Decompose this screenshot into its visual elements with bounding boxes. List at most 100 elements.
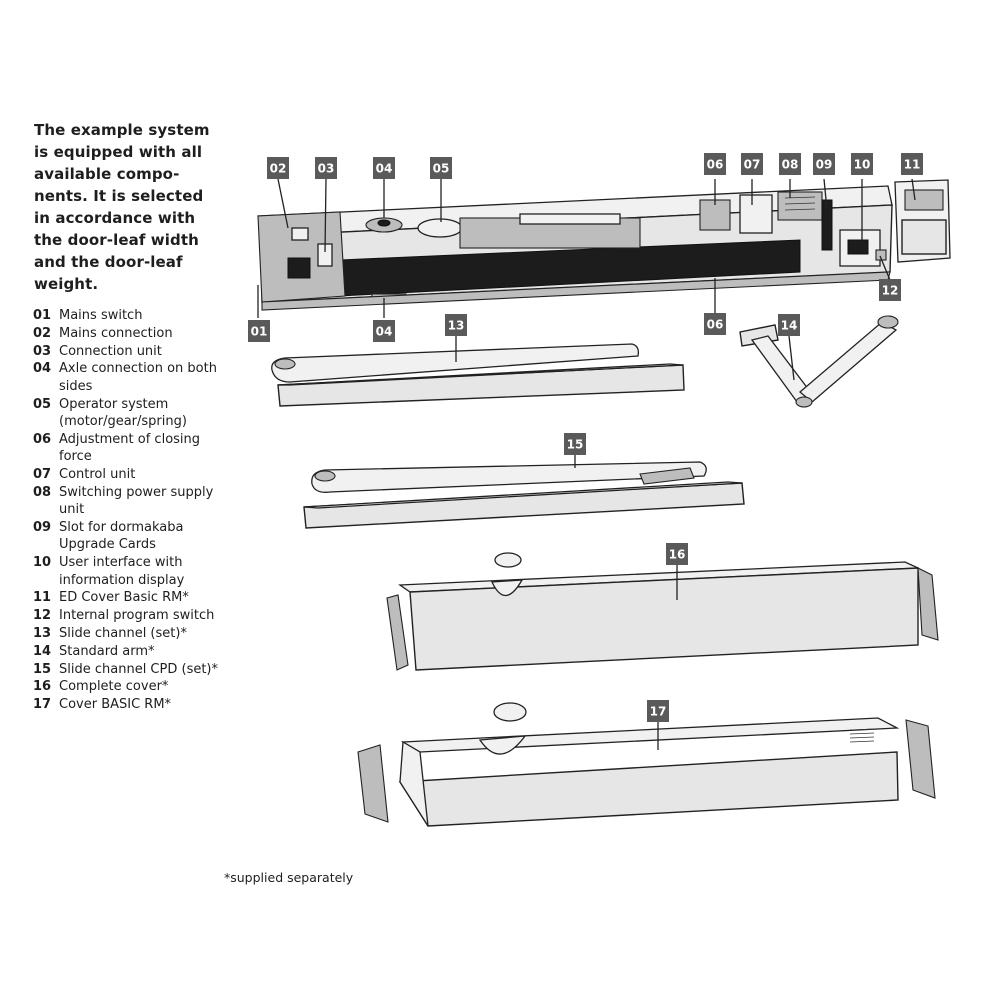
legend-number: 13	[33, 626, 52, 641]
legend-text: Switching power supply unit	[59, 484, 214, 518]
cover17-side	[399, 740, 429, 827]
callout-03: 03	[315, 157, 337, 179]
cover17-right-endcap	[905, 719, 936, 799]
callout-06-bottom: 06	[704, 313, 726, 335]
ed-cover-body	[901, 219, 947, 255]
legend-text: Slide channel CPD (set)*	[59, 661, 219, 677]
callout-badge	[778, 314, 800, 336]
ed-cover-basic	[894, 179, 951, 263]
callout-badge	[666, 543, 688, 565]
cover16-left-endcap	[386, 594, 409, 671]
complete-cover	[386, 552, 939, 671]
legend-text: ED Cover Basic RM*	[59, 590, 189, 606]
legend-text: Slot for dormakaba Upgrade Cards	[59, 520, 184, 553]
callout-badge	[851, 153, 873, 175]
legend-text: Axle connection on both sides	[59, 361, 217, 394]
legend-number: 17	[33, 697, 52, 713]
motor-bracket	[519, 213, 621, 225]
callout-badge	[704, 313, 726, 335]
mains-switch-icon	[287, 257, 311, 279]
slide-channel-set	[271, 343, 685, 407]
legend-number: 07	[33, 467, 52, 482]
legend-number: 04	[33, 361, 52, 377]
callout-badge	[445, 314, 467, 336]
cover16-cutout	[491, 579, 524, 597]
callout-label: 14	[781, 319, 798, 333]
callout-16: 16	[666, 543, 688, 565]
legend-text: Operator system (motor/gear/spring)	[59, 396, 187, 429]
intro-line: and the door-leaf	[34, 253, 183, 271]
callout-label: 02	[270, 162, 287, 176]
callout-label: 04	[376, 162, 393, 176]
cover17-top	[400, 717, 900, 753]
callout-badge	[704, 153, 726, 175]
callout-badge	[430, 157, 452, 179]
power-supply-icon	[777, 191, 823, 221]
legend-text: User interface with information display	[59, 555, 185, 588]
intro-line: The example system	[34, 121, 210, 139]
arm-upper-link	[798, 321, 898, 403]
callout-01: 01	[248, 320, 270, 342]
upgrade-card-slot-icon	[821, 199, 833, 251]
legend-text: Cover BASIC RM*	[59, 697, 172, 713]
callout-label: 10	[854, 158, 871, 172]
callout-badge	[564, 433, 586, 455]
legend-number: 12	[33, 608, 52, 624]
callout-label: 03	[318, 162, 335, 176]
legend-item: 05 Operator system (motor/gear/spring)	[33, 396, 233, 431]
legend-item: 17 Cover BASIC RM*	[33, 696, 233, 713]
intro-text: The example system is equipped with all …	[34, 119, 214, 295]
callout-label: 06	[707, 318, 724, 332]
legend-item: 13 Slide channel (set)*	[33, 625, 233, 642]
control-unit-icon	[739, 194, 773, 234]
callout-label: 06	[707, 158, 724, 172]
cover17-front	[398, 751, 899, 827]
legend-number: 09	[33, 520, 52, 535]
callout-12: 12	[879, 279, 901, 301]
legend-item: 09 Slot for dormakaba Upgrade Cards	[33, 519, 233, 554]
legend-text: Internal program switch	[59, 608, 215, 624]
slide-arm	[271, 343, 640, 383]
callout-04-top: 04	[373, 157, 395, 179]
legend-number: 11	[33, 590, 52, 606]
callout-11: 11	[901, 153, 923, 175]
callout-label: 11	[904, 158, 921, 172]
cpd-arm-pivot-icon	[314, 470, 336, 482]
callout-label: 12	[882, 284, 899, 298]
legend-item: 11 ED Cover Basic RM*	[33, 589, 233, 606]
legend-number: 14	[33, 643, 52, 659]
callout-badge	[741, 153, 763, 175]
ed-cover-panel	[904, 189, 944, 211]
intro-line: available compo-	[34, 165, 180, 183]
legend-text: Standard arm*	[59, 643, 155, 659]
slide-arm-pivot-icon	[274, 358, 296, 370]
cover16-knob-icon	[494, 552, 522, 568]
legend-item: 14 Standard arm*	[33, 643, 233, 660]
callout-10: 10	[851, 153, 873, 175]
legend-item: 12 Internal program switch	[33, 607, 233, 624]
legend-text: Slide channel (set)*	[59, 626, 187, 641]
legend-text: Control unit	[59, 467, 136, 482]
callout-label: 05	[433, 162, 450, 176]
legend-number: 03	[33, 343, 52, 359]
callout-badge	[779, 153, 801, 175]
callout-05: 05	[430, 157, 452, 179]
intro-line: weight.	[34, 275, 99, 293]
axle-hub-icon	[377, 219, 391, 227]
legend-number: 16	[33, 679, 52, 695]
callout-07: 07	[741, 153, 763, 175]
callout-label: 08	[782, 158, 799, 172]
callout-label: 13	[448, 319, 465, 333]
callout-04-bottom: 04	[373, 320, 395, 342]
arm-pivot-icon	[877, 315, 899, 329]
callout-badge	[315, 157, 337, 179]
callout-badge	[373, 320, 395, 342]
standard-arm	[739, 315, 899, 408]
legend-number: 05	[33, 396, 52, 412]
